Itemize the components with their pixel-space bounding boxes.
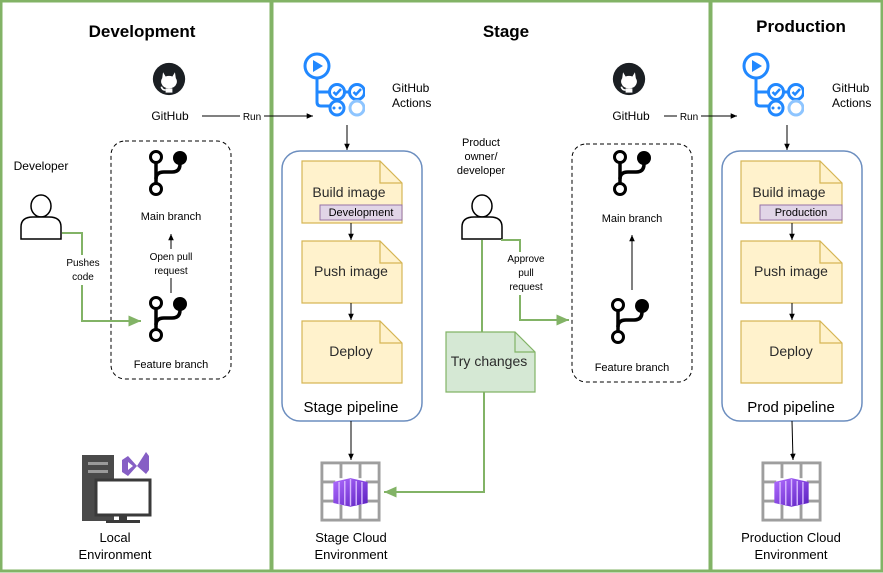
production-title: Production [756,17,846,36]
visual-studio-icon [122,452,149,476]
dev-main-branch-label: Main branch [141,211,202,223]
prod-pipeline-label: Prod pipeline [747,399,835,416]
approve-pr-label-1: Approve [507,254,545,265]
stage-title: Stage [483,22,529,41]
prod-pipeline-to-cloud-arrow [790,420,796,461]
pushes-code-label-2: code [72,272,94,283]
local-env-label-1: Local [99,530,130,545]
prod-push-image-label: Push image [754,263,828,279]
prod-build-tag-label: Production [775,207,828,219]
stage-build-tag [319,204,403,221]
product-owner-label-2: owner/ [464,151,498,163]
stage-main-branch-git-branch-icon [612,150,652,196]
product-owner-user-icon [461,194,503,240]
prod-build-tag [759,204,843,221]
open-pr-label-1: Open pull [150,252,193,263]
approve-pr-label-3: request [509,282,543,293]
prod-cloud-label-2: Environment [755,547,828,562]
approve-pr-label-2: pull [518,268,534,279]
product-owner-label-1: Product [462,137,500,149]
stage-github-icon [612,62,646,96]
stage-cloud-container-apps-icon [320,461,381,522]
computer-icon [82,455,152,523]
stage-deploy-doc [301,320,403,384]
product-owner-label-3: developer [457,165,506,177]
try-changes-to-cloud-arrow [384,392,485,498]
prod-push-image-doc [740,240,843,304]
stage-cloud-label-2: Environment [315,547,388,562]
try-changes-label: Try changes [451,353,528,369]
try-changes-note [445,331,536,393]
stage-feature-branch-git-branch-icon [610,298,650,344]
stage-feature-branch-label: Feature branch [595,362,670,374]
stage-build-tag-label: Development [329,207,394,219]
stage-push-image-doc [301,240,403,304]
dev-repo-box [110,140,232,380]
production-section [709,0,883,573]
stage-cloud-label-1: Stage Cloud [315,530,387,545]
developer-user-icon [20,194,62,240]
pushes-code-label-1: Pushes [66,258,99,269]
stage-repo-box [571,143,693,383]
prod-deploy-label: Deploy [769,343,813,359]
development-title: Development [89,22,196,41]
dev-feature-branch-label: Feature branch [134,359,209,371]
stage-pipeline-label: Stage pipeline [303,399,398,416]
stage-actions-label-2: Actions [392,96,431,110]
feature-branch-git-branch-icon [148,296,188,342]
github-icon [152,62,186,96]
prod-build-image-label: Build image [752,184,825,200]
prod-cloud-label-1: Production Cloud [741,530,841,545]
dev-github-label: GitHub [151,109,189,123]
stage-build-image-label: Build image [312,184,385,200]
stage-run-label: Run [680,112,698,123]
stage-main-branch-label: Main branch [602,213,663,225]
prod-github-actions-icon [742,52,804,117]
stage-pipeline-box [281,150,423,422]
stage-actions-label-1: GitHub [392,81,430,95]
dev-run-label: Run [243,112,261,123]
prod-deploy-doc [740,320,843,384]
stage-github-label: GitHub [612,109,650,123]
developer-label: Developer [14,159,69,173]
stage-push-image-label: Push image [314,263,388,279]
prod-actions-label-2: Actions [832,96,871,110]
stage-github-actions-icon [303,52,365,117]
prod-cloud-container-apps-icon [761,461,822,522]
main-branch-git-branch-icon [148,150,188,196]
open-pr-label-2: request [154,266,188,277]
local-env-label-2: Environment [79,547,152,562]
prod-actions-label-1: GitHub [832,81,870,95]
stage-deploy-label: Deploy [329,343,373,359]
